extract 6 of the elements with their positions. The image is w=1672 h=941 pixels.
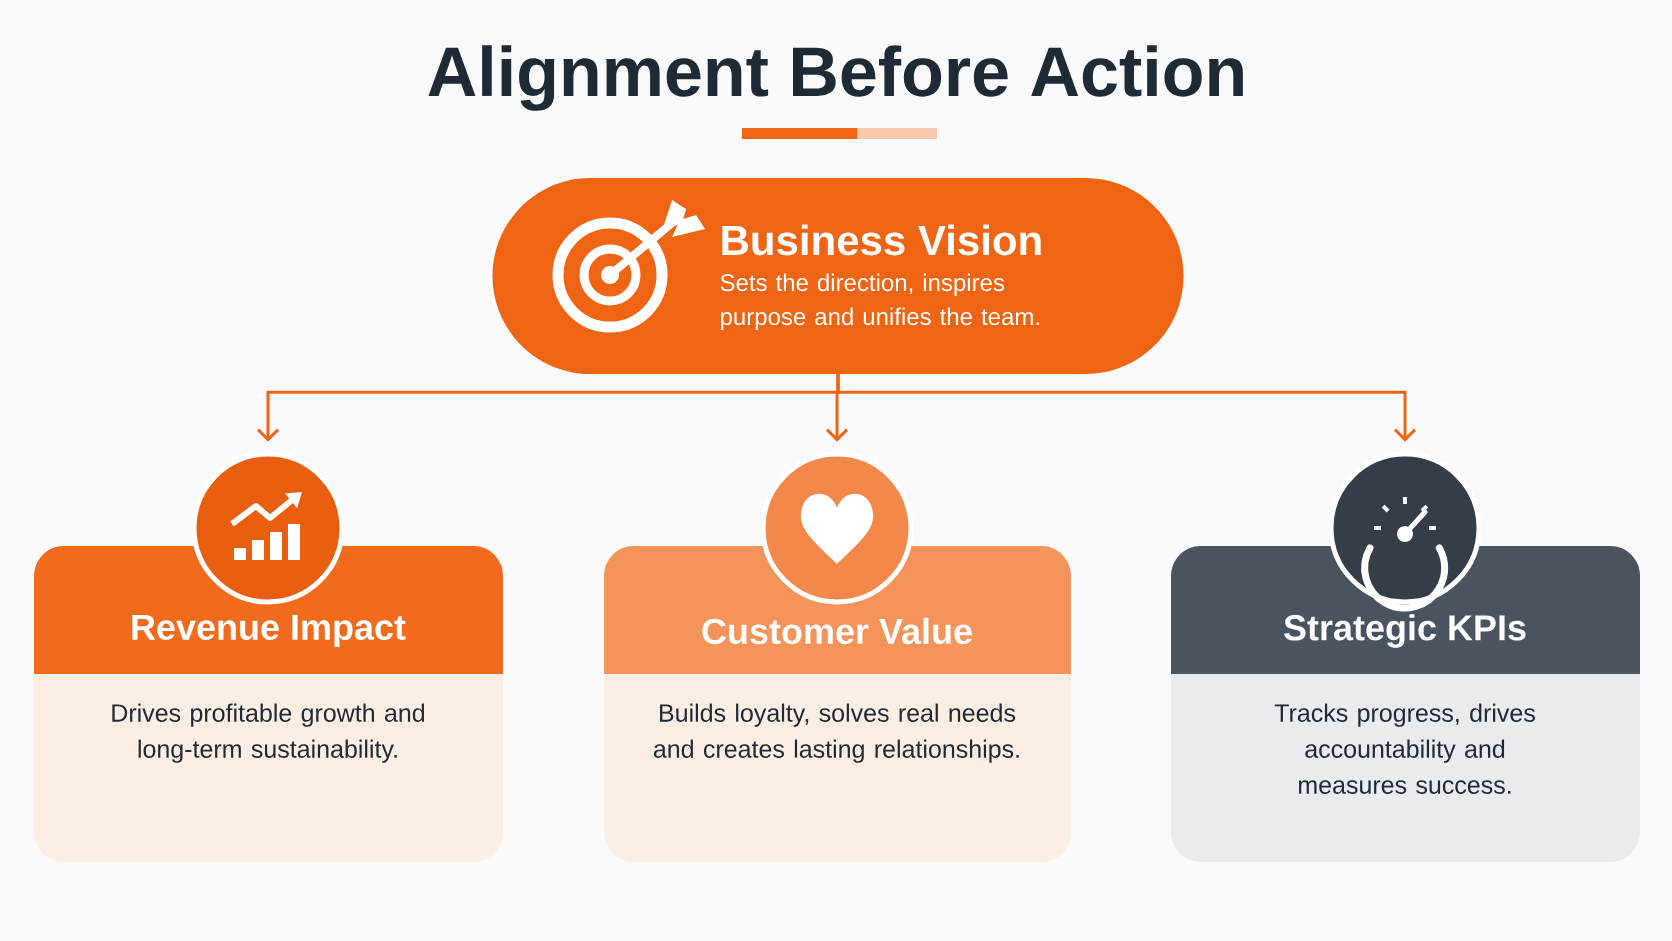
- card: Strategic KPIs Tracks progress, drives accountability and measures success.: [1171, 451, 1640, 862]
- title: Alignment Before Action: [428, 45, 1243, 111]
- card: Customer Value Builds loyalty, solves real needs and creates lasting relationships.: [604, 451, 1071, 862]
- card: Revenue Impact Drives profitable growth and long-term sustainability.: [34, 451, 503, 862]
- vision-pill: Business Vision Sets the direction, inspires purpose and unifies the team.: [492, 178, 1184, 374]
- arrow: [836, 374, 1417, 442]
